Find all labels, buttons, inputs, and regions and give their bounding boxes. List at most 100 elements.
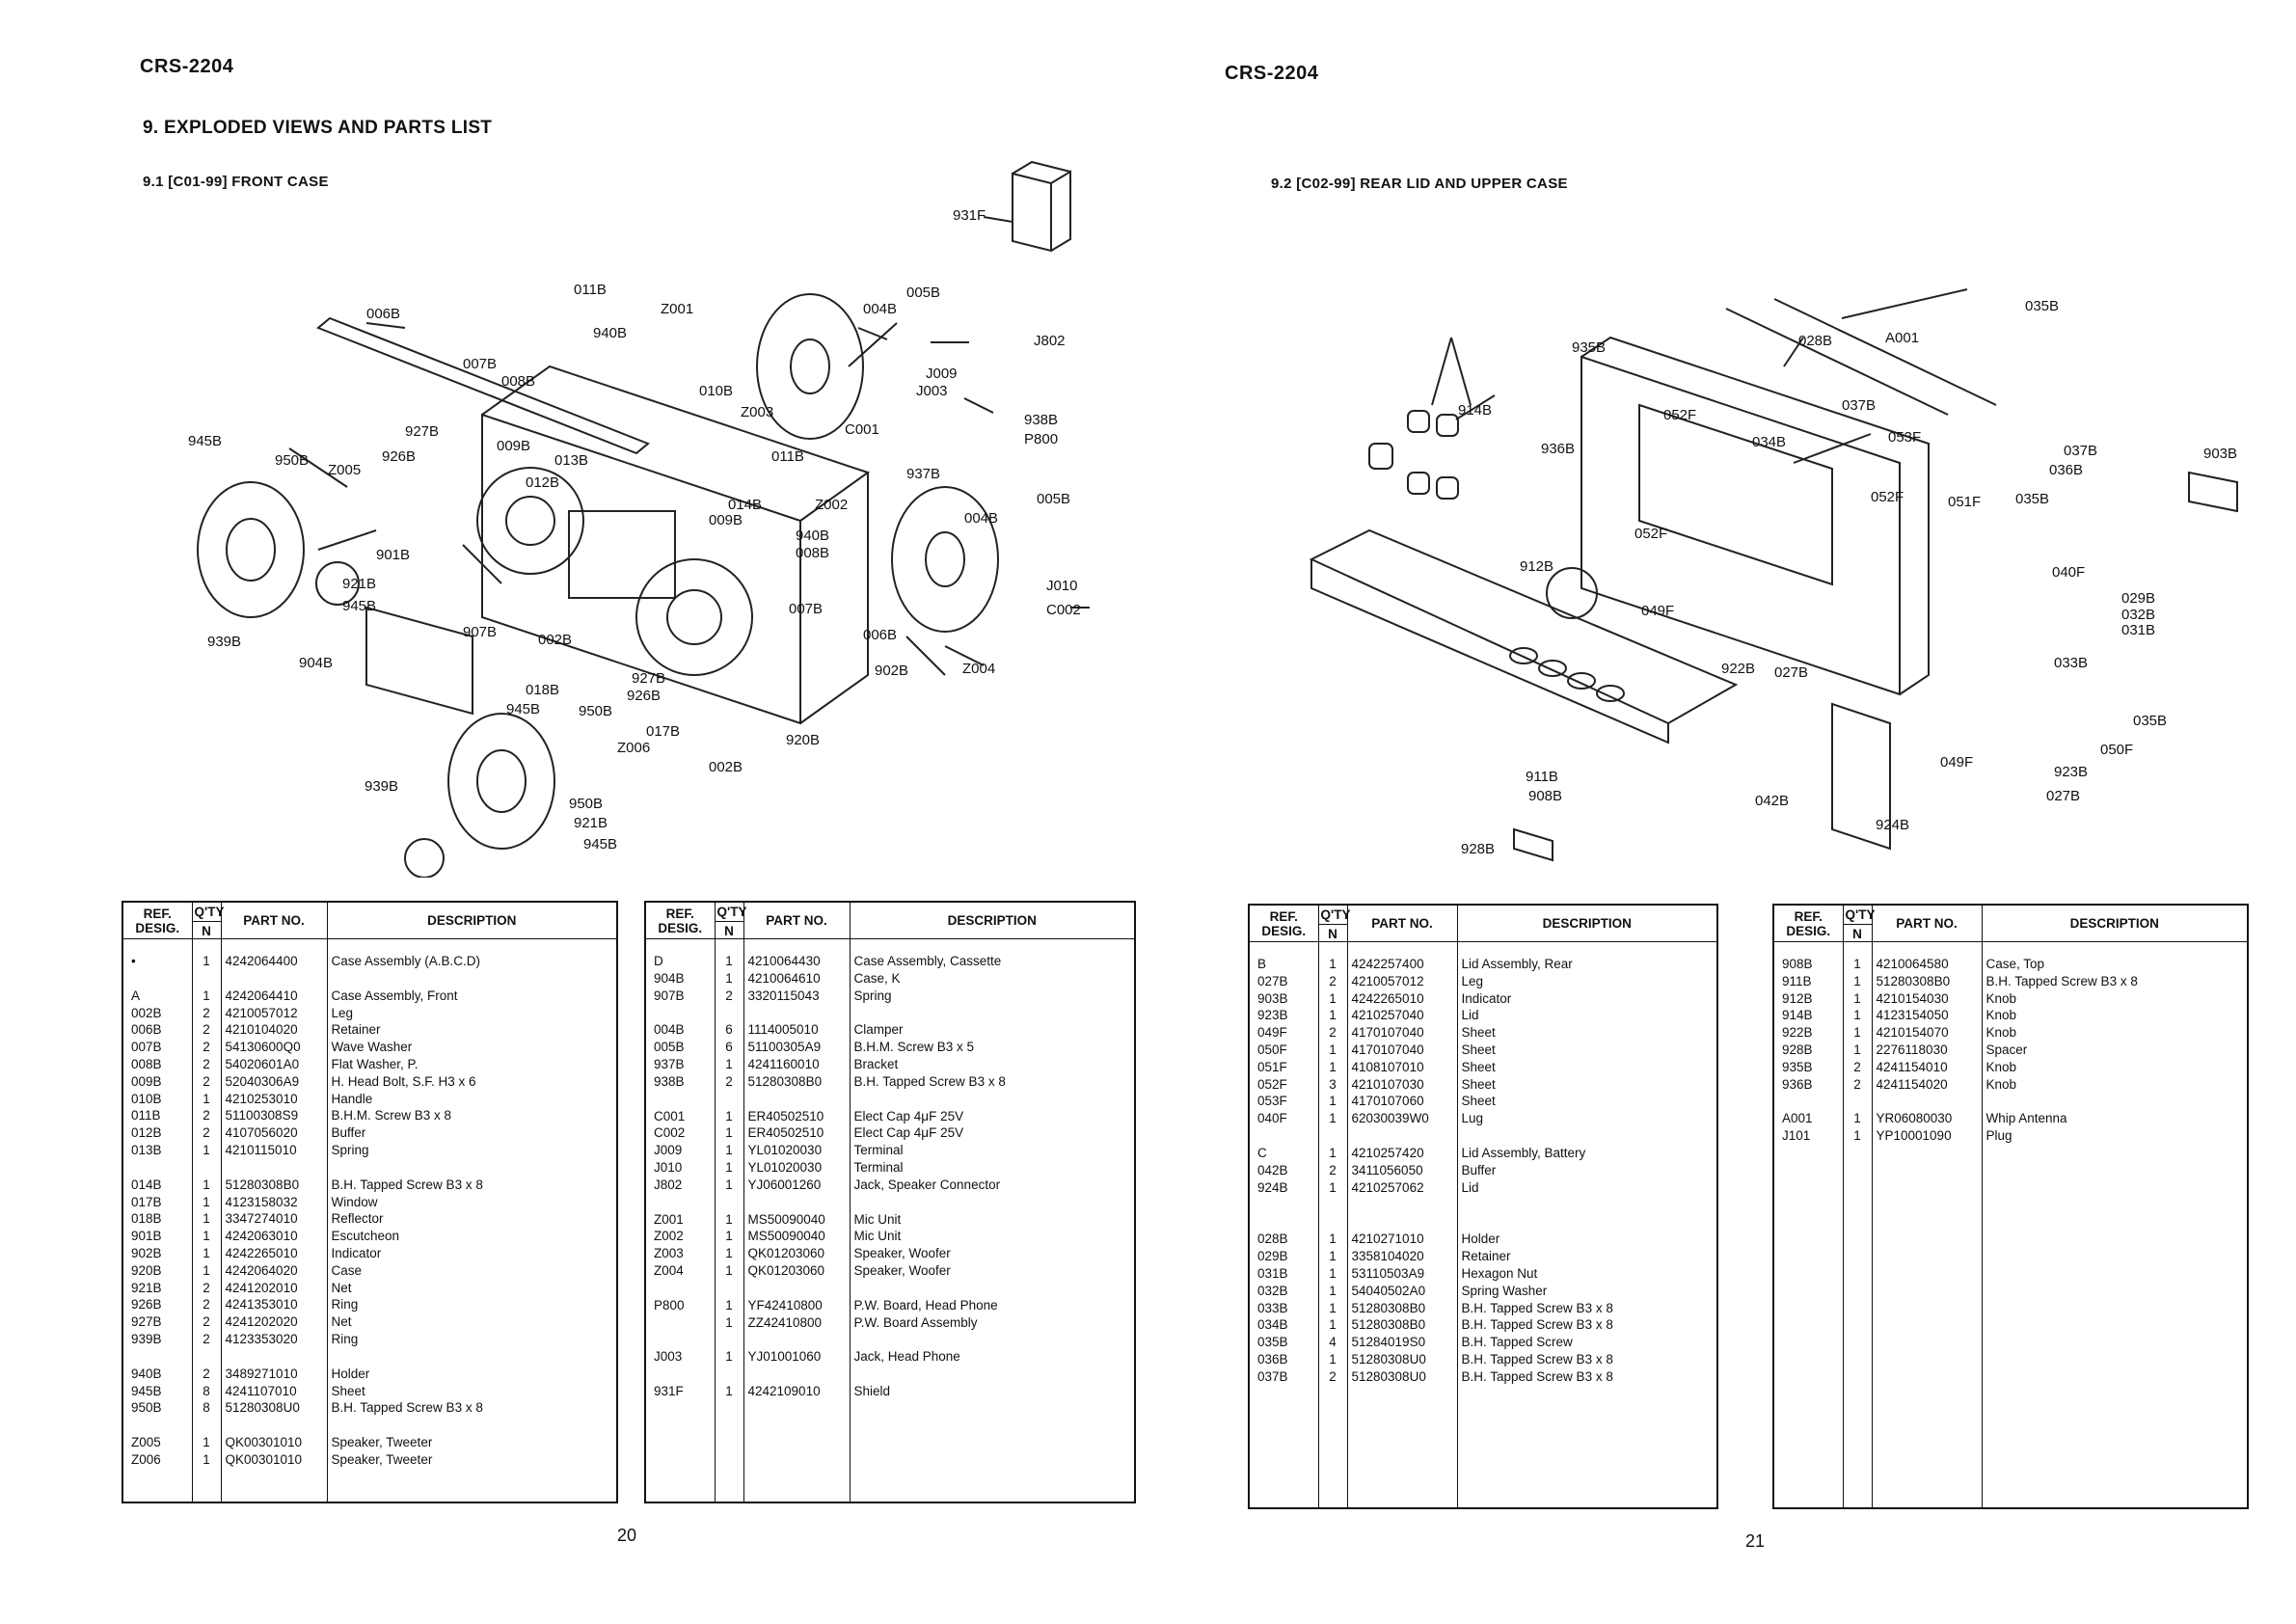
qty-cell: 1 — [1842, 1127, 1873, 1145]
description-cell: Holder — [326, 1365, 618, 1383]
description-cell: Window — [326, 1193, 618, 1211]
qty-cell: 2 — [191, 1021, 222, 1040]
qty-cell: 1 — [714, 969, 744, 988]
table-filler-row — [122, 1468, 618, 1502]
description-cell: Spring — [326, 1141, 618, 1159]
table-spacer-row — [122, 1347, 618, 1366]
svg-text:029B: 029B — [2121, 590, 2155, 607]
svg-text:921B: 921B — [574, 815, 608, 831]
part-no-cell: 51280308B0 — [1871, 972, 1983, 990]
part-no-cell: 4242063010 — [220, 1228, 328, 1245]
svg-text:007B: 007B — [463, 356, 497, 372]
ref-cell: 049F — [1248, 1024, 1319, 1042]
part-no-cell: 4241160010 — [743, 1055, 851, 1073]
table-spacer-row — [1772, 1093, 2249, 1111]
description-cell: Sheet — [1456, 1058, 1718, 1076]
empty-cell — [1248, 1385, 1319, 1508]
svg-text:051F: 051F — [1948, 494, 1981, 510]
table-spacer-row — [1248, 1196, 1718, 1214]
svg-text:P800: P800 — [1024, 431, 1058, 447]
ref-cell: 914B — [1772, 1007, 1844, 1025]
svg-text:911B: 911B — [1526, 769, 1558, 785]
description-cell: Ring — [326, 1296, 618, 1314]
part-no-cell: 4210154070 — [1871, 1024, 1983, 1042]
description-cell: Retainer — [1456, 1248, 1718, 1265]
ref-cell: 901B — [122, 1228, 193, 1245]
svg-text:052F: 052F — [1663, 407, 1696, 423]
part-no-cell: 4242265010 — [220, 1244, 328, 1262]
empty-cell — [714, 1399, 744, 1502]
ref-cell: 903B — [1248, 989, 1319, 1008]
part-no-cell: 4210064430 — [743, 938, 851, 970]
ref-cell: J010 — [644, 1158, 716, 1177]
description-cell: Case — [326, 1261, 618, 1280]
part-no-cell: 4210064580 — [1871, 941, 1983, 973]
part-no-cell — [743, 1366, 851, 1384]
qty-cell: 2 — [191, 1072, 222, 1091]
ref-cell: 940B — [122, 1365, 193, 1383]
ref-cell: 029B — [1248, 1248, 1319, 1265]
ref-cell: 007B — [122, 1039, 193, 1056]
part-no-cell: 51280308U0 — [1346, 1367, 1458, 1386]
rear-lid-exploded-view: 035B 028B A001 935B 037B 052F 914B 936B … — [1292, 280, 2256, 878]
part-no-cell — [220, 1417, 328, 1435]
description-cell: Spring Washer — [1456, 1282, 1718, 1300]
qty-cell: 1 — [714, 1383, 744, 1400]
svg-text:936B: 936B — [1541, 441, 1575, 457]
qty-cell: 2 — [1842, 1075, 1873, 1094]
qty-cell: 1 — [714, 1296, 744, 1314]
part-no-cell — [743, 1090, 851, 1108]
qty-cell: 2 — [714, 1072, 744, 1091]
svg-text:J010: J010 — [1046, 578, 1078, 594]
ref-cell: 036B — [1248, 1350, 1319, 1368]
ref-cell: 935B — [1772, 1058, 1844, 1076]
qty-cell: 2 — [191, 1107, 222, 1125]
ref-cell: A — [122, 987, 193, 1005]
part-no-cell: YL01020030 — [743, 1142, 851, 1159]
part-no-cell — [220, 1158, 328, 1177]
ref-cell: 042B — [1248, 1161, 1319, 1179]
ref-cell: 040F — [1248, 1110, 1319, 1127]
svg-text:035B: 035B — [2015, 491, 2049, 507]
rear-lid-callouts: 035B 028B A001 935B 037B 052F 914B 936B … — [1458, 298, 2237, 857]
qty-cell: 6 — [714, 1021, 744, 1040]
svg-text:017B: 017B — [646, 723, 680, 740]
description-cell: Jack, Head Phone — [849, 1348, 1136, 1367]
part-no-cell — [743, 1004, 851, 1022]
part-no-cell: 4241202010 — [220, 1279, 328, 1297]
ref-cell — [122, 1158, 193, 1177]
qty-cell — [191, 969, 222, 988]
qty-cell: 1 — [191, 1193, 222, 1211]
part-no-cell: 51280308B0 — [220, 1176, 328, 1194]
svg-text:Z002: Z002 — [815, 497, 848, 513]
part-no-cell — [1346, 1126, 1458, 1145]
ref-cell: 037B — [1248, 1367, 1319, 1386]
qty-cell: 2 — [191, 1313, 222, 1331]
qty-cell: 1 — [714, 1107, 744, 1125]
qty-cell: 1 — [714, 1210, 744, 1229]
ref-cell: 921B — [122, 1279, 193, 1297]
part-no-cell: 4241202020 — [220, 1313, 328, 1331]
part-no-cell: 62030039W0 — [1346, 1110, 1458, 1127]
part-no-cell: 51100308S9 — [220, 1107, 328, 1125]
description-cell: Speaker, Tweeter — [326, 1450, 618, 1469]
qty-cell: 1 — [1842, 1024, 1873, 1042]
qty-cell — [191, 1347, 222, 1366]
qty-cell: 2 — [714, 987, 744, 1005]
